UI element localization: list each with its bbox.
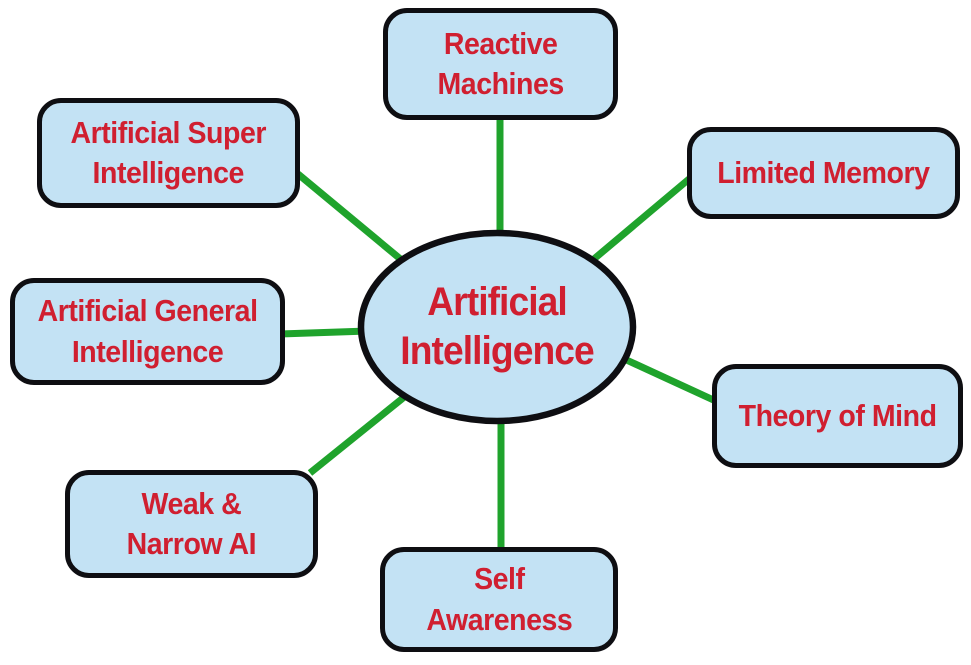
node-label: Limited Memory xyxy=(717,153,930,193)
center-node-label: Artificial Intelligence xyxy=(400,278,594,376)
connector-artificial-general-intelligence xyxy=(279,327,369,338)
node-label-line1: Reactive xyxy=(443,25,558,61)
node-label-line2: Machines xyxy=(437,66,564,101)
node-label-line1: Theory of Mind xyxy=(738,397,937,433)
center-node: Artificial Intelligence xyxy=(357,257,637,397)
node-label: Self Awareness xyxy=(426,559,572,640)
node-label: Weak & Narrow AI xyxy=(127,484,257,565)
node-label-line2: Awareness xyxy=(426,601,572,637)
node-self-awareness: Self Awareness xyxy=(380,547,618,652)
node-label-line2: Intelligence xyxy=(92,155,245,190)
connector-limited-memory xyxy=(585,171,698,267)
node-label-line2: Intelligence xyxy=(71,333,224,369)
connector-artificial-super-intelligence xyxy=(295,171,407,265)
node-theory-of-mind: Theory of Mind xyxy=(712,364,963,468)
node-label: Reactive Machines xyxy=(437,24,564,105)
node-weak-narrow-ai: Weak & Narrow AI xyxy=(65,470,318,578)
node-label: Artificial General Intelligence xyxy=(38,291,258,372)
node-reactive-machines: Reactive Machines xyxy=(383,8,618,120)
connector-theory-of-mind xyxy=(618,353,722,407)
node-label-line1: Artificial General xyxy=(37,293,258,329)
node-label: Artificial Super Intelligence xyxy=(71,113,267,194)
node-label-line1: Self xyxy=(473,561,525,597)
node-label-line2: Narrow AI xyxy=(126,526,257,561)
node-label-line1: Limited Memory xyxy=(717,154,930,190)
node-limited-memory: Limited Memory xyxy=(687,127,960,219)
center-label-line1: Artificial xyxy=(427,280,567,325)
center-node-ellipse xyxy=(357,229,637,425)
node-artificial-super-intelligence: Artificial Super Intelligence xyxy=(37,98,300,208)
node-label: Theory of Mind xyxy=(739,396,937,436)
connector-weak-narrow-ai xyxy=(307,391,411,476)
node-label-line1: Weak & xyxy=(141,485,242,521)
center-label-line2: Intelligence xyxy=(400,329,594,373)
node-artificial-general-intelligence: Artificial General Intelligence xyxy=(10,278,285,385)
node-label-line1: Artificial Super xyxy=(70,114,267,150)
